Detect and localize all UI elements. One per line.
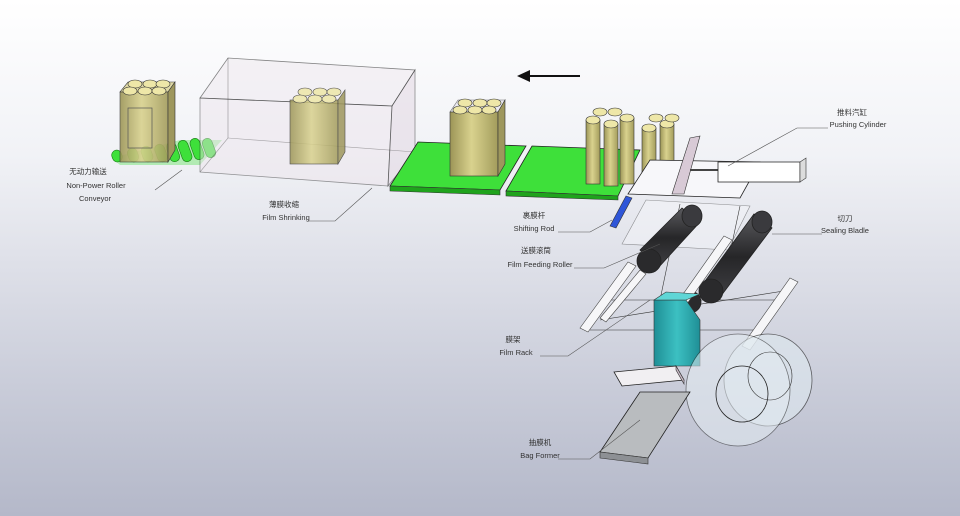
pushing-cylinder bbox=[627, 135, 807, 199]
svg-text:送膜滚筒: 送膜滚筒 bbox=[521, 245, 551, 255]
leaders bbox=[154, 127, 828, 460]
svg-text:抽膜机: 抽膜机 bbox=[529, 437, 552, 447]
svg-text:无动力输送: 无动力输送 bbox=[69, 166, 107, 176]
svg-text:Sealing Bladle: Sealing Bladle bbox=[821, 226, 869, 235]
bottle-group-4 bbox=[585, 107, 635, 187]
label-cutter: 切刀 Sealing Bladle bbox=[821, 214, 869, 235]
svg-text:裹膜杆: 裹膜杆 bbox=[523, 210, 546, 220]
label-bag: 抽膜机 Bag Former bbox=[520, 437, 560, 460]
svg-text:膜架: 膜架 bbox=[506, 334, 521, 344]
bottle-pack-1 bbox=[119, 79, 176, 164]
svg-text:Bag Former: Bag Former bbox=[520, 451, 560, 460]
label-conveyor: 无动力输送 Non-Power Roller Conveyor bbox=[66, 166, 126, 203]
svg-text:Non-Power Roller: Non-Power Roller bbox=[66, 181, 126, 190]
svg-text:推料汽缸: 推料汽缸 bbox=[837, 107, 867, 117]
svg-text:Film Shrinking: Film Shrinking bbox=[262, 213, 310, 222]
shifting-rod bbox=[609, 195, 633, 229]
film-body bbox=[653, 291, 701, 367]
svg-text:Shifting Rod: Shifting Rod bbox=[514, 224, 555, 233]
label-shrink: 薄膜收缩 Film Shrinking bbox=[262, 199, 310, 222]
film-reel bbox=[685, 333, 813, 447]
svg-text:切刀: 切刀 bbox=[838, 214, 853, 223]
svg-text:Conveyor: Conveyor bbox=[79, 194, 112, 203]
bag-former bbox=[599, 364, 691, 465]
label-rack: 膜架 Film Rack bbox=[499, 334, 533, 357]
svg-text:Pushing Cylinder: Pushing Cylinder bbox=[830, 120, 887, 129]
bottle-pack-2 bbox=[289, 87, 346, 166]
label-shift: 裹膜杆 Shifting Rod bbox=[514, 210, 555, 233]
svg-text:Film Rack: Film Rack bbox=[499, 348, 533, 357]
svg-text:薄膜收缩: 薄膜收缩 bbox=[269, 199, 299, 209]
label-feed: 送膜滚筒 Film Feeding Roller bbox=[507, 245, 573, 269]
direction-arrow bbox=[517, 70, 580, 82]
bottle-pack-3 bbox=[449, 98, 506, 178]
label-push: 推料汽缸 Pushing Cylinder bbox=[830, 107, 887, 129]
svg-text:Film Feeding Roller: Film Feeding Roller bbox=[507, 260, 573, 269]
feed-roller-left bbox=[636, 204, 703, 274]
